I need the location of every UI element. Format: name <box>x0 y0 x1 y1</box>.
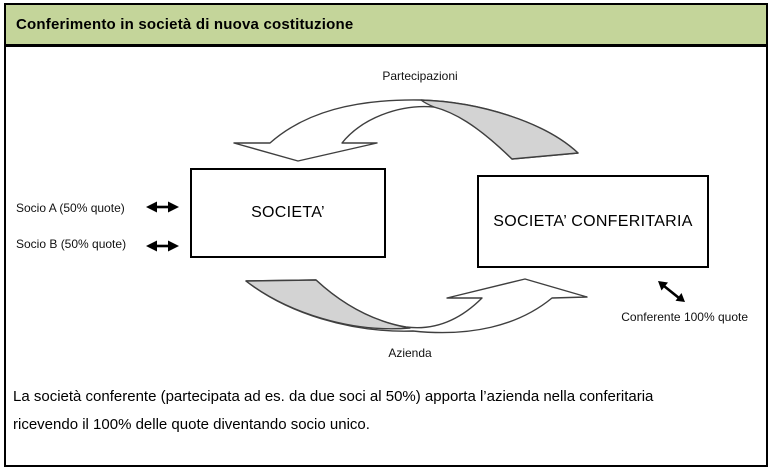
description-line-1: La società conferente (partecipata ad es… <box>13 388 654 405</box>
box-societa: SOCIETA’ <box>190 168 386 258</box>
box-societa-conferitaria-label: SOCIETA’ CONFERITARIA <box>493 212 693 230</box>
box-societa-label: SOCIETA’ <box>251 204 325 221</box>
label-socio-b: Socio B (50% quote) <box>16 237 127 251</box>
description-line-2: ricevendo il 100% delle quote diventando… <box>13 416 370 433</box>
description-text: La società conferente (partecipata ad es… <box>13 383 759 439</box>
label-socio-a: Socio A (50% quote) <box>16 201 125 215</box>
page-title: Conferimento in società di nuova costitu… <box>16 16 354 33</box>
title-bar: Conferimento in società di nuova costitu… <box>4 3 768 46</box>
label-azienda: Azienda <box>388 346 432 360</box>
label-partecipazioni: Partecipazioni <box>382 69 458 83</box>
box-societa-conferitaria: SOCIETA’ CONFERITARIA <box>477 175 709 268</box>
label-conferente: Conferente 100% quote <box>621 310 748 324</box>
